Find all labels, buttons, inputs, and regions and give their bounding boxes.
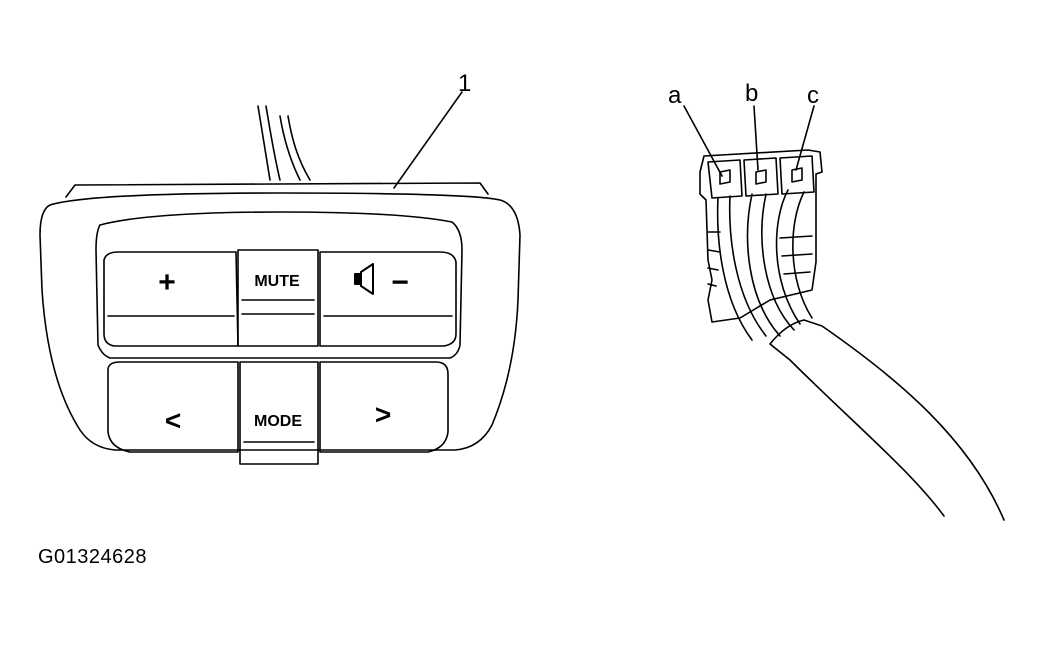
- callout-a-leader: [683, 105, 723, 177]
- wire-c: [775, 189, 813, 325]
- switch-cable: [257, 105, 311, 181]
- mute-button-label: MUTE: [254, 273, 300, 290]
- speaker-icon: [354, 263, 374, 295]
- terminal-b-cavity: [743, 157, 779, 197]
- terminal-a-cavity: [707, 159, 743, 199]
- housing-top-lip: [65, 182, 489, 198]
- right-button-label: >: [375, 399, 391, 430]
- right-button-outline[interactable]: [319, 361, 449, 453]
- left-button-label: <: [165, 405, 181, 436]
- plus-button-label: +: [158, 266, 176, 299]
- volume-minus-button-label: −: [391, 266, 409, 299]
- outer-housing: [39, 192, 521, 451]
- callout-c-label: c: [807, 82, 819, 109]
- left-button-outline[interactable]: [107, 361, 239, 453]
- connector-body: [699, 149, 823, 323]
- callout-b-leader: [753, 105, 759, 171]
- figure-id: G01324628: [38, 546, 148, 568]
- callout-1-leader: [393, 91, 463, 189]
- callout-b-label: b: [745, 80, 759, 107]
- volume-minus-button-outline[interactable]: [319, 251, 457, 347]
- mode-button-outline[interactable]: [239, 361, 319, 465]
- cable-sheath: [769, 319, 1005, 521]
- steering-switch-assembly: [39, 91, 521, 465]
- wire-a: [716, 195, 767, 341]
- mode-button-label: MODE: [254, 413, 302, 430]
- terminal-c-cavity: [779, 155, 815, 195]
- mute-button-outline[interactable]: [237, 249, 319, 347]
- wiring-connector: [683, 105, 1005, 521]
- callout-c-leader: [795, 105, 815, 171]
- wire-b: [746, 193, 795, 337]
- callout-a-label: a: [668, 82, 682, 109]
- inner-bezel: [95, 211, 463, 359]
- callout-1-label: 1: [458, 70, 472, 97]
